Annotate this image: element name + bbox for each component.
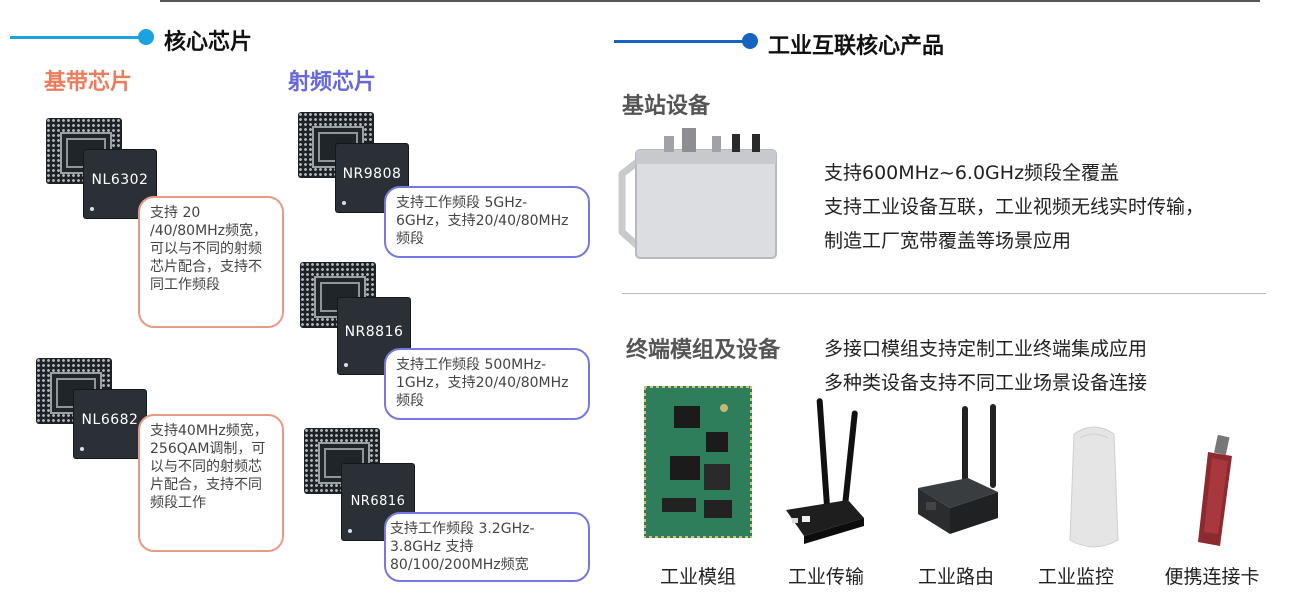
- base-station-image: [612, 124, 782, 260]
- top-rule: [160, 0, 1260, 2]
- industrial-module-image: [642, 384, 754, 540]
- chip-desc-nr8816: 支持工作频段 500MHz-1GHz，支持20/40/80MHz频段: [384, 348, 590, 420]
- chip-image-nl6682: NL6682: [36, 358, 148, 460]
- base-station-desc-line-2: 支持工业设备互联，工业视频无线实时传输，: [824, 196, 1205, 218]
- product-label-industrial-module: 工业模组: [659, 566, 736, 588]
- core-chips-title: 核心芯片: [164, 30, 253, 55]
- product-label-industrial-router: 工业路由: [917, 566, 994, 588]
- chip-model-label: NL6302: [91, 172, 149, 188]
- industrial-monitor-image: [1066, 424, 1122, 554]
- terminal-desc-line-1: 多接口模组支持定制工业终端集成应用: [824, 338, 1148, 360]
- left-section-dot: [138, 29, 154, 45]
- right-section-dot: [742, 33, 758, 49]
- industrial-router-image: [914, 402, 1000, 538]
- chip-desc-nr9808: 支持工作频段 5GHz-6GHz，支持20/40/80MHz 频段: [384, 186, 590, 258]
- right-section-line: [614, 40, 744, 43]
- chip-model-label: NR6816: [350, 494, 406, 509]
- chip-desc-nl6682: 支持40MHz频宽，256QAM调制，可以与不同的射频芯片配合，支持不同频段工作: [138, 414, 284, 552]
- baseband-chips-title: 基带芯片: [44, 70, 133, 95]
- chip-desc-nl6302: 支持 20 /40/80MHz频宽，可以与不同的射频芯片配合，支持不同工作频段: [138, 196, 284, 328]
- base-station-desc-line-1: 支持600MHz~6.0GHz频段全覆盖: [824, 162, 1120, 184]
- product-label-portable-card: 便携连接卡: [1164, 566, 1260, 588]
- chip-model-label: NR8816: [344, 324, 404, 340]
- chip-model-label: NL6682: [81, 412, 139, 428]
- terminal-title: 终端模组及设备: [626, 338, 781, 363]
- portable-card-image: [1186, 434, 1246, 554]
- product-label-industrial-transmission: 工业传输: [787, 566, 864, 588]
- chip-image-nr8816: NR8816: [300, 262, 412, 374]
- chip-desc-nr6816: 支持工作频段 3.2GHz-3.8GHz 支持80/100/200MHz频宽: [384, 512, 590, 582]
- left-section-line: [10, 36, 140, 39]
- industrial-transmission-image: [780, 396, 870, 546]
- base-station-title: 基站设备: [622, 94, 711, 119]
- chip-model-label: NR9808: [342, 166, 402, 182]
- base-station-desc-line-3: 制造工厂宽带覆盖等场景应用: [824, 230, 1072, 252]
- section-divider: [622, 293, 1266, 294]
- rf-chips-title: 射频芯片: [288, 70, 377, 95]
- product-label-industrial-monitor: 工业监控: [1037, 566, 1114, 588]
- chip-image-nl6302: NL6302: [46, 118, 158, 220]
- industrial-products-title: 工业互联核心产品: [768, 34, 945, 59]
- terminal-desc-line-2: 多种类设备支持不同工业场景设备连接: [824, 372, 1148, 394]
- chip-image-nr9808: NR9808: [298, 112, 410, 214]
